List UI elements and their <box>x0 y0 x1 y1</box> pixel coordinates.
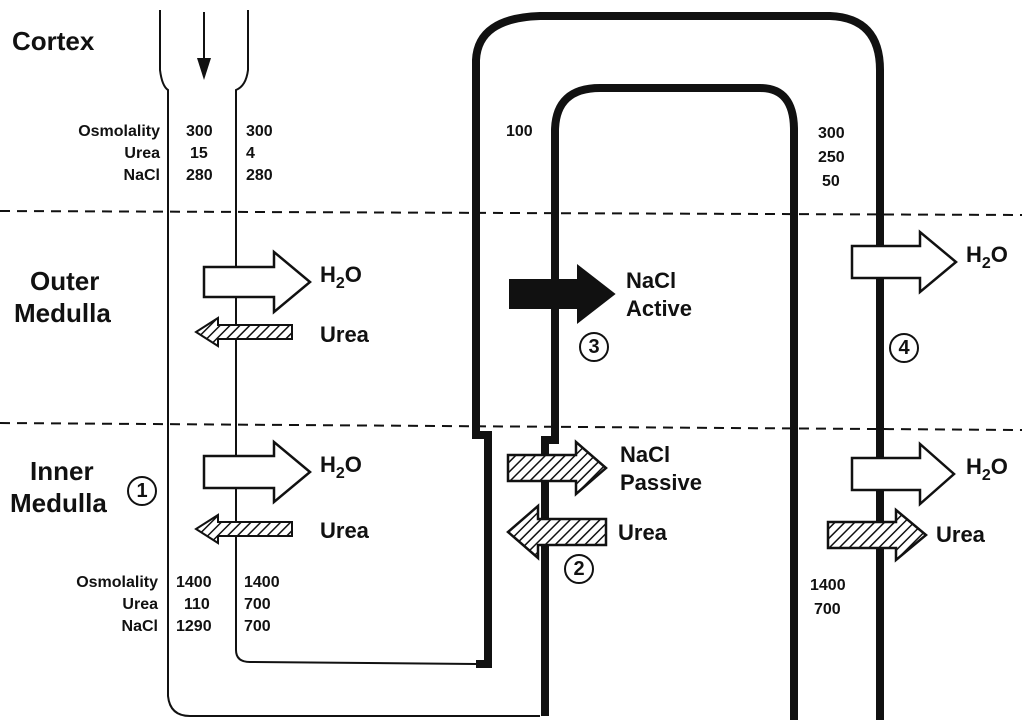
outer-urea-label: Urea <box>320 322 370 347</box>
bottom-col1-nacl: 1290 <box>176 618 212 635</box>
inner-urea-label: Urea <box>320 518 370 543</box>
cd-inner-h2o-label: H2O <box>966 454 1008 484</box>
marker-4: 4 <box>889 333 919 363</box>
inner-medulla-label-2: Medulla <box>10 488 107 518</box>
nacl-active-label-1: NaCl <box>626 268 676 293</box>
top-label-osmolality: Osmolality <box>78 123 160 140</box>
bottom-col2-urea: 700 <box>244 596 271 613</box>
outer-medulla-label-1: Outer <box>30 266 99 296</box>
descending-limb <box>159 10 540 717</box>
bottom-col1-osmolality: 1400 <box>176 574 212 591</box>
collecting-top-osmolality: 300 <box>818 125 845 142</box>
collecting-top-urea: 250 <box>818 149 845 166</box>
collecting-top-nacl: 50 <box>822 173 840 190</box>
marker-3: 3 <box>579 332 609 362</box>
nacl-active-arrow-icon <box>509 263 616 325</box>
svg-text:2: 2 <box>573 558 584 580</box>
collecting-bottom-urea: 700 <box>814 601 841 618</box>
cortex-medulla-boundary <box>0 210 1022 216</box>
inner-h2o-arrow-icon <box>202 439 312 505</box>
marker-1: 1 <box>127 476 157 506</box>
inner-medulla-label-1: Inner <box>30 456 94 486</box>
top-col2-nacl: 280 <box>246 167 273 184</box>
nacl-passive-arrow-icon <box>506 439 608 497</box>
top-col2-osmolality: 300 <box>246 123 273 140</box>
passive-urea-arrow-icon <box>506 503 608 561</box>
outer-urea-arrow-icon <box>194 316 293 348</box>
cd-inner-h2o-arrow-icon <box>850 441 956 507</box>
svg-text:1: 1 <box>136 480 147 502</box>
cd-urea-label: Urea <box>936 522 986 547</box>
top-col2-urea: 4 <box>246 145 255 162</box>
top-col1-nacl: 280 <box>186 167 213 184</box>
bottom-label-urea: Urea <box>122 596 158 613</box>
svg-text:3: 3 <box>588 336 599 358</box>
bottom-col2-osmolality: 1400 <box>244 574 280 591</box>
cd-urea-arrow-icon <box>826 507 928 563</box>
cortex-label: Cortex <box>12 26 95 56</box>
bottom-col1-urea: 110 <box>184 596 210 613</box>
inner-h2o-label: H2O <box>320 452 362 482</box>
inner-urea-arrow-icon <box>194 513 293 545</box>
outer-h2o-arrow-icon <box>202 249 312 315</box>
outer-inner-medulla-boundary <box>0 422 1022 431</box>
nacl-passive-label-1: NaCl <box>620 442 670 467</box>
marker-2: 2 <box>564 554 594 584</box>
top-col1-urea: 15 <box>190 145 208 162</box>
collecting-bottom-osmolality: 1400 <box>810 577 846 594</box>
top-values: Osmolality Urea NaCl 300 15 280 300 4 28… <box>78 123 273 184</box>
nacl-passive-label-2: Passive <box>620 470 702 495</box>
flow-down-arrow-icon <box>197 58 211 80</box>
bottom-col2-nacl: 700 <box>244 618 271 635</box>
top-col1-osmolality: 300 <box>186 123 213 140</box>
bottom-label-nacl: NaCl <box>122 618 158 635</box>
nacl-active-label-2: Active <box>626 296 692 321</box>
bottom-values: Osmolality Urea NaCl 1400 110 1290 1400 … <box>76 574 280 635</box>
top-label-nacl: NaCl <box>124 167 160 184</box>
bottom-label-osmolality: Osmolality <box>76 574 158 591</box>
cd-outer-h2o-label: H2O <box>966 242 1008 272</box>
ascending-limb <box>472 12 884 720</box>
cd-outer-h2o-arrow-icon <box>850 229 958 295</box>
ascending-top-osmolality: 100 <box>506 123 533 140</box>
passive-urea-label: Urea <box>618 520 668 545</box>
top-label-urea: Urea <box>124 145 160 162</box>
outer-medulla-label-2: Medulla <box>14 298 111 328</box>
outer-h2o-label: H2O <box>320 262 362 292</box>
svg-text:4: 4 <box>898 337 910 359</box>
